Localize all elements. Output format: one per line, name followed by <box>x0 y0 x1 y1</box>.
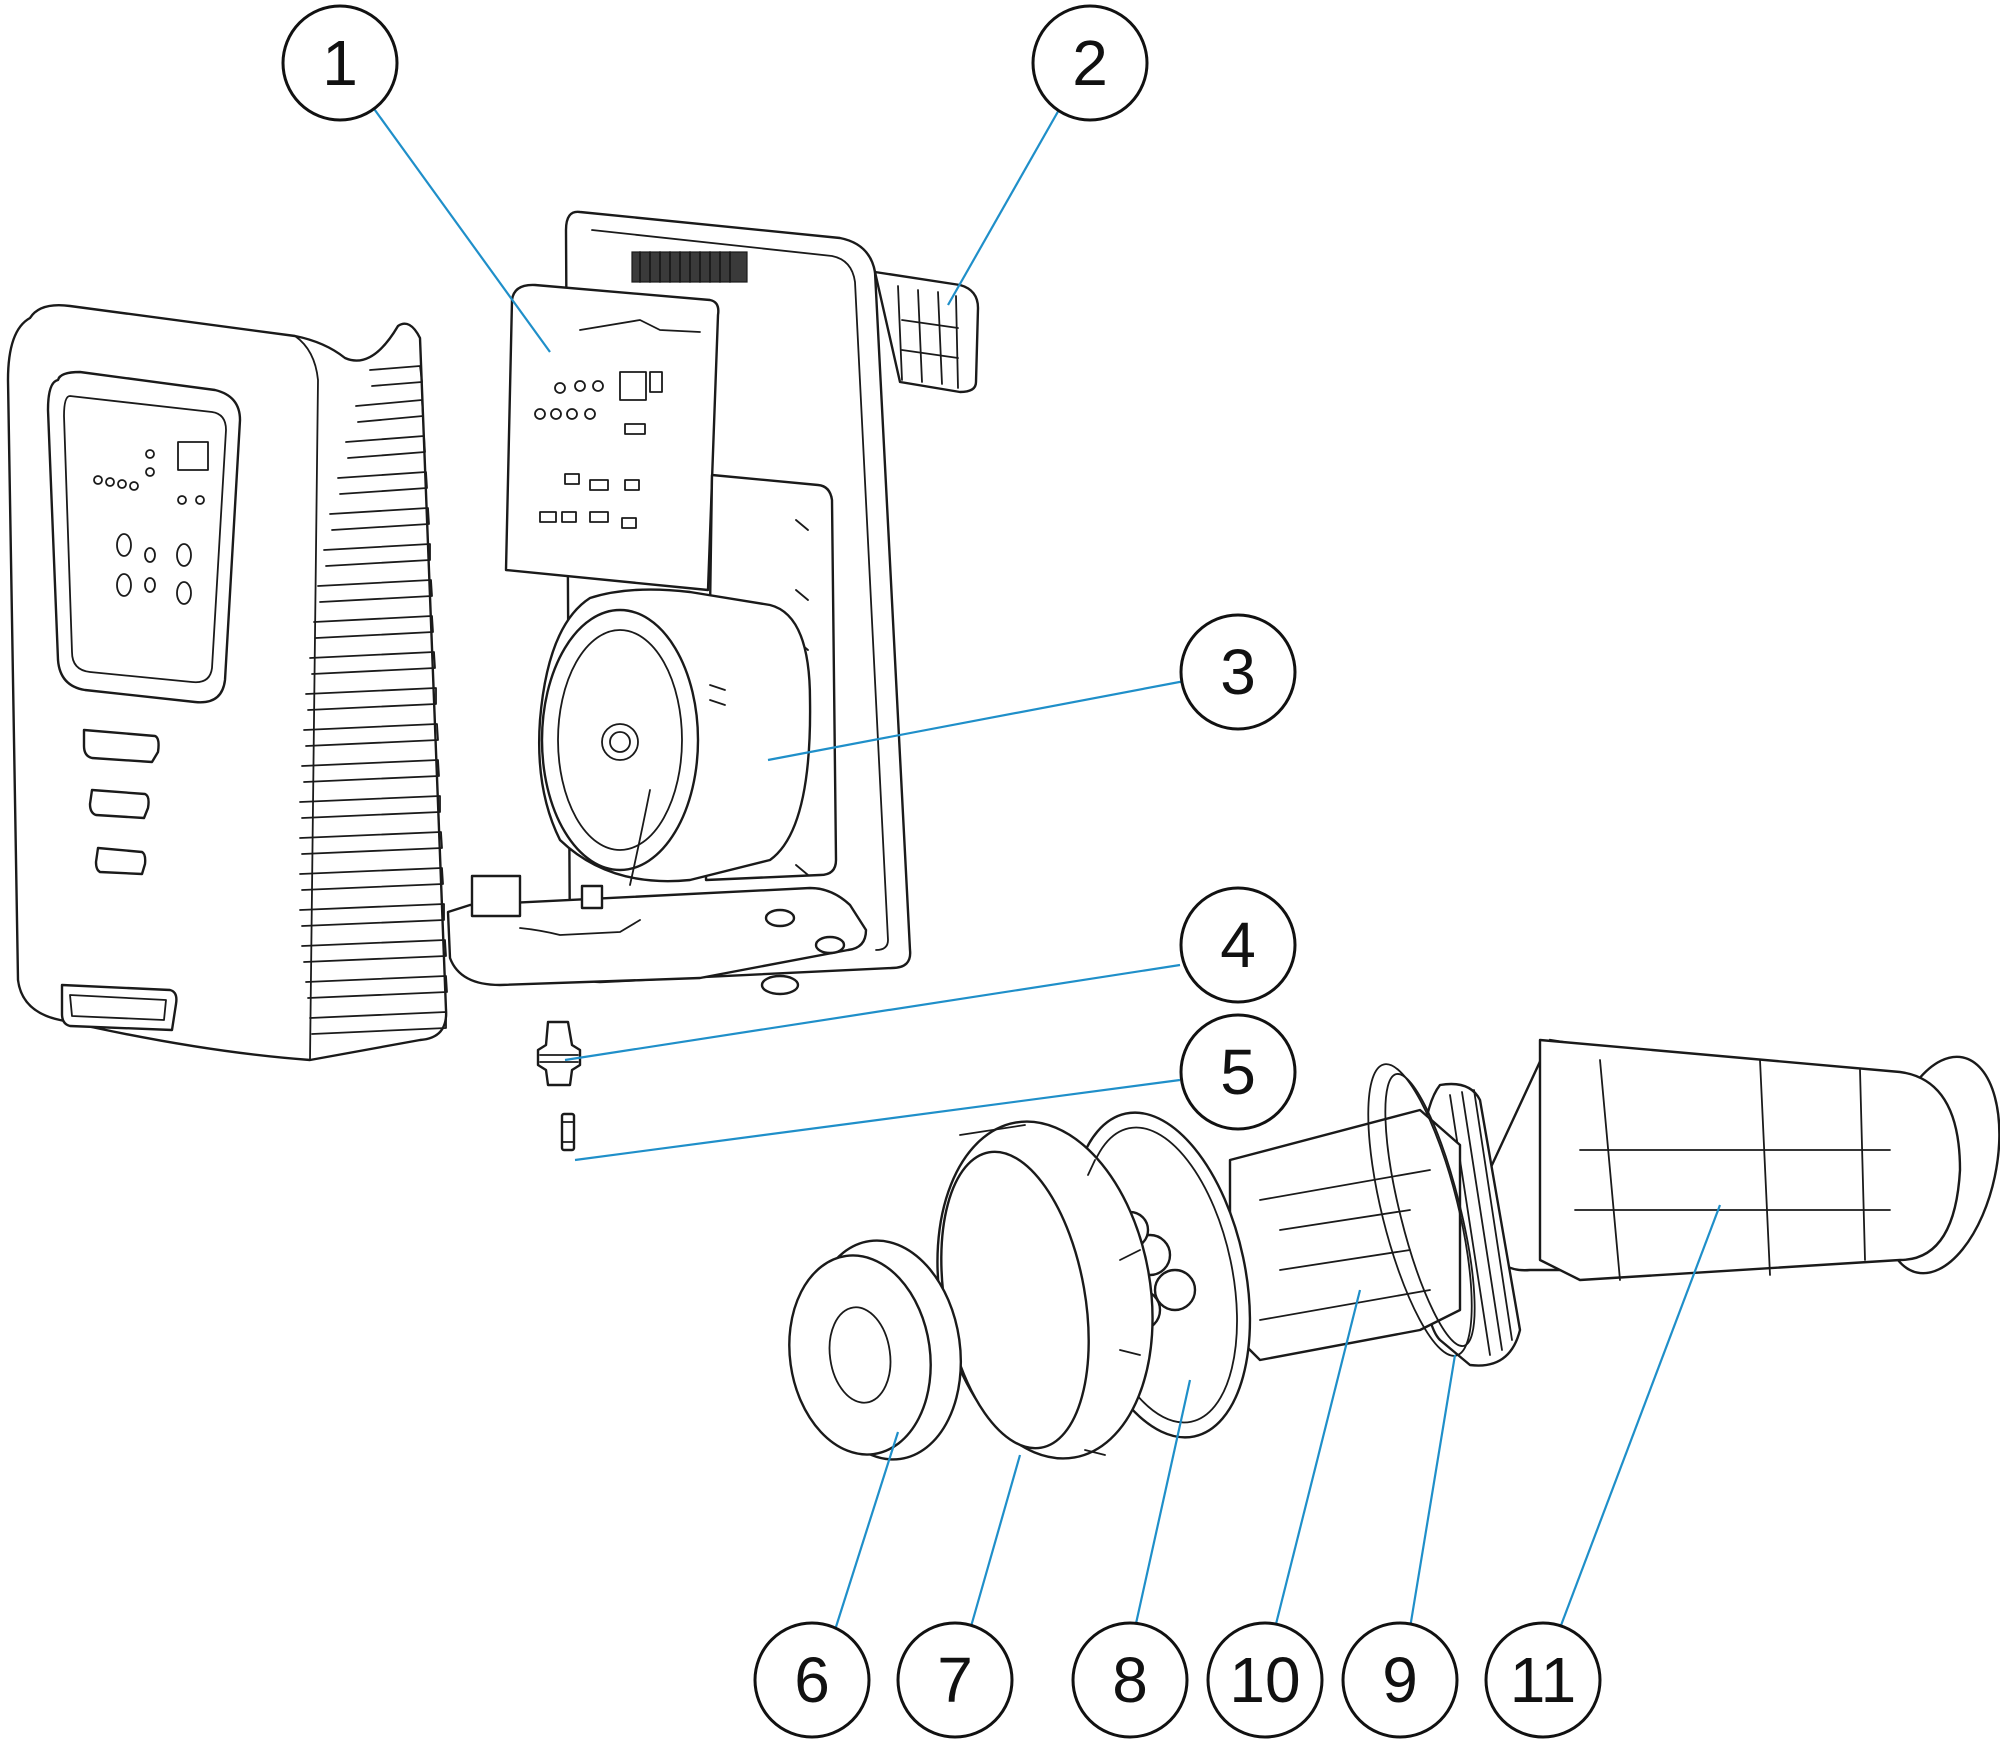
transformer <box>537 588 812 886</box>
callout-2: 2 <box>1031 4 1149 122</box>
callout-4: 4 <box>1179 886 1297 1004</box>
callout-2-label: 2 <box>1072 27 1108 99</box>
leader-6 <box>833 1431 900 1631</box>
callout-4-label: 4 <box>1220 909 1256 981</box>
callout-8: 8 <box>1071 1621 1189 1739</box>
front-cover <box>6 304 448 1062</box>
callout-9-label: 9 <box>1382 1644 1418 1716</box>
leader-10 <box>1273 1289 1362 1629</box>
leader-8 <box>1133 1379 1192 1629</box>
leader-7 <box>968 1454 1022 1631</box>
base-plate <box>446 874 868 996</box>
leader-3 <box>767 678 1191 762</box>
callout-7: 7 <box>896 1621 1014 1739</box>
leader-2 <box>947 107 1061 306</box>
callout-5: 5 <box>1179 1013 1297 1131</box>
callout-1: 1 <box>281 4 399 122</box>
leader-5 <box>574 1078 1181 1162</box>
cell-assembly <box>788 1038 2000 1461</box>
cable-gland <box>536 1020 582 1087</box>
callout-9: 9 <box>1341 1621 1459 1739</box>
circuit-board <box>504 251 748 592</box>
leader-9 <box>1408 1354 1457 1629</box>
callout-10-label: 10 <box>1229 1644 1300 1716</box>
leader-11 <box>1558 1204 1722 1629</box>
callout-3: 3 <box>1179 613 1297 731</box>
callout-11-label: 11 <box>1510 1644 1576 1716</box>
leader-1 <box>371 105 551 353</box>
callout-11: 11 <box>1484 1621 1602 1739</box>
leader-lines <box>371 105 1722 1631</box>
callout-3-label: 3 <box>1220 636 1256 708</box>
fuse <box>560 1112 576 1152</box>
callout-7-label: 7 <box>937 1644 973 1716</box>
callout-6: 6 <box>753 1621 871 1739</box>
callout-6-label: 6 <box>794 1644 830 1716</box>
callout-5-label: 5 <box>1220 1036 1256 1108</box>
callout-10: 10 <box>1206 1621 1324 1739</box>
callout-1-label: 1 <box>322 27 358 99</box>
leader-4 <box>564 963 1181 1062</box>
callout-8-label: 8 <box>1112 1644 1148 1716</box>
